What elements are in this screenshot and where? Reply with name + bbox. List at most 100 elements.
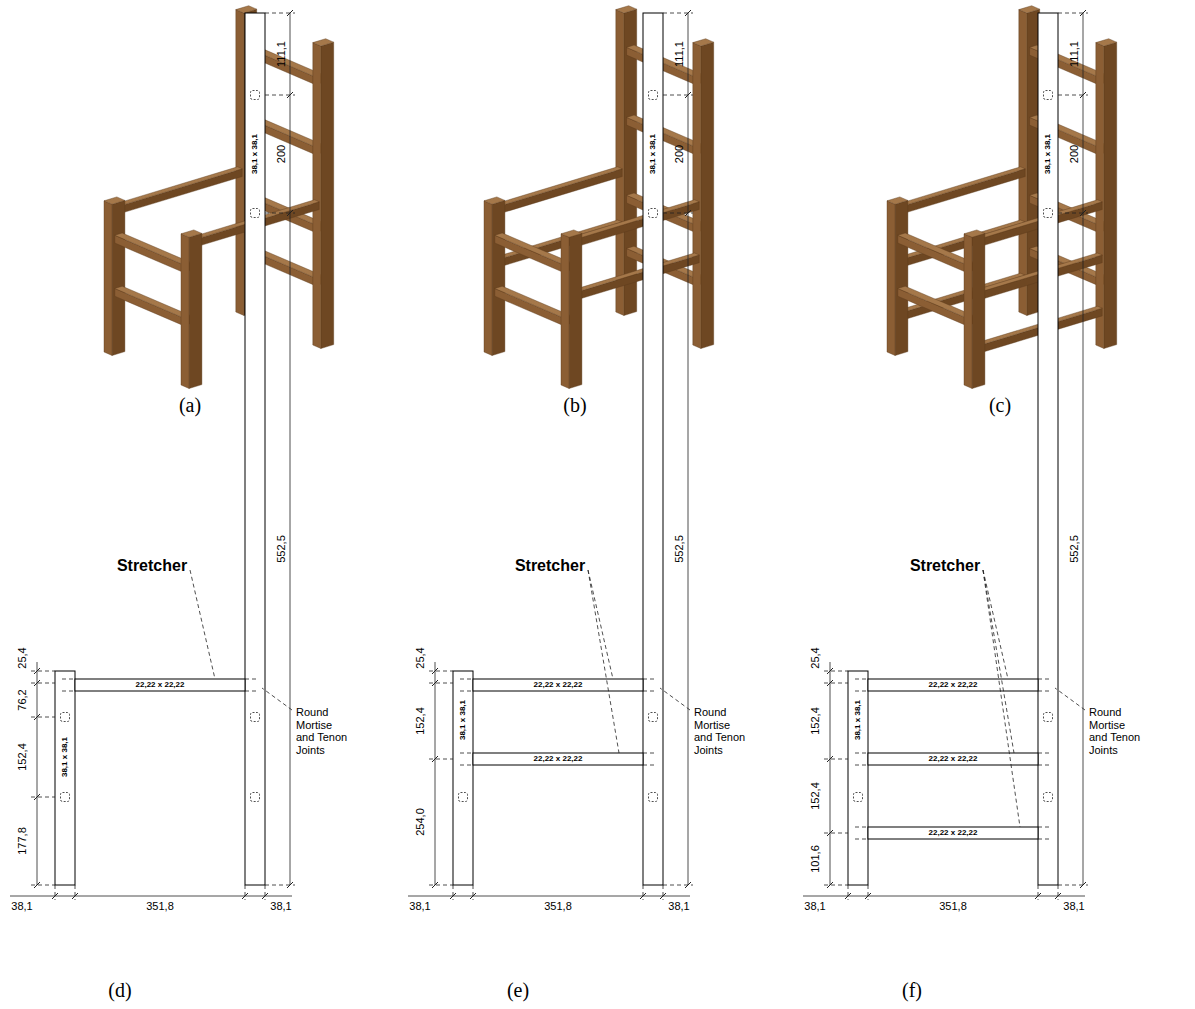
wood-member [499,167,623,213]
dimension-tick [1080,10,1086,16]
wood-top-face [313,39,334,46]
dimension-value: 25,4 [810,647,821,668]
dimension-line [830,662,831,885]
wood-front-face [1019,10,1027,316]
dimension-tick [827,882,833,888]
mortise-mark [649,713,658,722]
stretcher [473,753,643,765]
wood-side-face [189,233,202,388]
front-post [55,671,75,885]
wood-member [627,115,703,155]
dimension-tick [865,893,871,899]
dimension-tick [1080,92,1086,98]
figure-caption: (d) [108,980,131,1000]
wood-front-face [898,289,967,326]
tenon-line [643,753,656,754]
dimension-line [408,896,690,897]
extension-line [429,759,453,760]
leader-line [660,688,690,710]
wood-top-face [616,6,637,13]
tenon-line [62,691,75,692]
dimension-tick [287,210,293,216]
dimension-value: 38,1 [270,901,291,912]
dimension-tick [262,893,268,899]
wood-top-face [576,253,700,291]
dimension-value: 200 [674,145,685,163]
stretcher [868,827,1038,839]
extension-line [824,759,848,760]
section-size: 22,22 x 22,22 [929,829,978,837]
leader-line [262,688,292,710]
dimension-tick [827,680,833,686]
dimension-line [37,662,38,885]
extension-line [453,885,454,900]
dimension-value: 38,1 [668,901,689,912]
figure-caption: (b) [563,395,586,415]
wood-member [898,286,974,326]
dimension-tick [432,668,438,674]
extension-line [31,797,55,798]
dimension-tick [470,893,476,899]
wood-top-face [902,167,1026,205]
section-size: 38,1 x 38,1 [459,700,467,740]
extension-line [824,885,848,886]
dimension-tick [1080,210,1086,216]
wood-top-face [576,200,700,238]
mortise-mark [1044,91,1053,100]
wood-top-face [561,230,582,237]
extension-line [31,671,55,672]
wood-member [313,39,334,349]
dimension-tick [827,756,833,762]
dimension-tick [34,794,40,800]
dimension-value: 101,6 [810,845,821,873]
wood-member [495,286,571,326]
wood-side-face [580,255,699,299]
dimension-tick [432,680,438,686]
extension-line [824,833,848,834]
stretcher [868,753,1038,765]
leader-line [588,570,619,753]
dimension-tick [34,668,40,674]
dimension-value: 552,5 [276,535,287,563]
wood-front-face [313,43,321,349]
wood-side-face [569,233,582,388]
figure-caption: (c) [989,395,1011,415]
extension-line [868,885,869,900]
wood-side-face [906,169,1025,213]
section-size: 38,1 x 38,1 [61,737,69,777]
stretcher [75,679,245,691]
dimension-tick [1080,882,1086,888]
wood-side-face [972,233,985,388]
section-size: 22,22 x 22,22 [534,681,583,689]
wood-side-face [1104,42,1117,348]
mortise-mark [459,793,468,802]
dimension-value: 152,4 [810,782,821,810]
extension-line [663,885,664,900]
wood-member [627,45,703,85]
tenon-line [1038,753,1051,754]
dimension-value: 25,4 [415,647,426,668]
tenon-line [855,679,868,680]
mortise-mark [1044,793,1053,802]
dimension-value: 351,8 [146,901,174,912]
tenon-line [1038,691,1051,692]
dimension-line [10,896,292,897]
wood-side-face [580,202,699,246]
mortise-mark [1044,209,1053,218]
wood-member [561,230,582,389]
section-size: 38,1 x 38,1 [1044,134,1052,174]
wood-member [104,197,125,356]
wood-front-face [495,235,564,272]
tenon-line [460,679,473,680]
dimension-tick [827,668,833,674]
dimension-line [803,896,1085,897]
leader-line [983,570,1020,827]
dimension-value: 38,1 [804,901,825,912]
extension-line [848,885,849,900]
wood-front-face [495,289,564,326]
dimension-line [435,662,436,885]
extension-line [824,683,848,684]
wood-top-face [115,286,191,318]
mortise-mark [649,793,658,802]
